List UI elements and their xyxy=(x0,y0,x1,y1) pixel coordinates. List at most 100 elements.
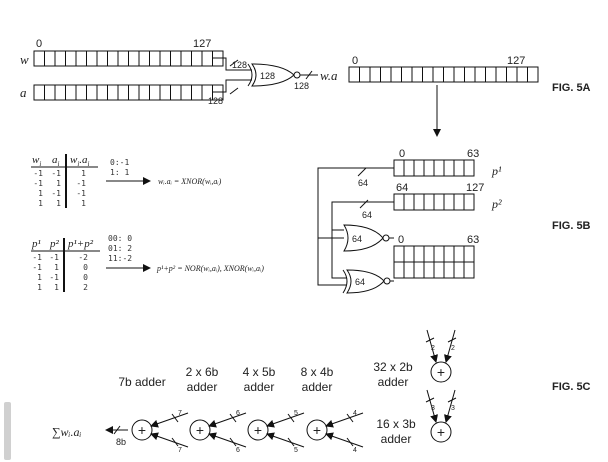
register-a-cell xyxy=(54,84,66,101)
t2-header-sum: p¹+p² xyxy=(67,238,94,250)
t1-header-a: ai xyxy=(52,154,60,168)
bus-width-label: 2 xyxy=(451,345,455,352)
table-cell: 1 xyxy=(56,199,61,208)
t2-enc-line: 00: 0 xyxy=(108,234,132,243)
register-output-cell xyxy=(463,261,475,279)
register-wa-cell xyxy=(432,66,444,83)
register-w-cell xyxy=(44,50,56,67)
register-w-cell xyxy=(107,50,119,67)
bus-slash xyxy=(447,397,457,403)
register-output-cell xyxy=(393,261,405,279)
bus-slash xyxy=(425,337,435,343)
stage-label: 4 x 5b xyxy=(243,365,276,379)
adder-node xyxy=(430,421,452,443)
table-cell: 0 xyxy=(83,273,88,282)
adder-symbol: + xyxy=(437,424,445,440)
out-end: 63 xyxy=(467,234,479,246)
table-cell: -1 xyxy=(76,189,86,198)
gate-out-width: 128 xyxy=(294,81,309,91)
t2-enc-line: 11:-2 xyxy=(108,254,132,263)
adder-input-wire xyxy=(150,432,189,448)
register-output-cell xyxy=(423,261,435,279)
stage-label: 8 x 4b xyxy=(301,365,334,379)
stage-label: adder xyxy=(378,375,409,389)
register-w xyxy=(33,50,224,67)
gate-2-back-arc xyxy=(342,269,348,294)
bus-a-wire xyxy=(213,79,252,93)
adder-input-wire xyxy=(426,329,438,363)
register-p2-cell xyxy=(443,193,455,211)
bus-slash xyxy=(346,413,354,423)
bus-width-label: 5 xyxy=(294,447,298,454)
p2-bus-slash xyxy=(359,199,369,209)
register-wa-cell xyxy=(390,66,402,83)
bus-w-wire xyxy=(213,57,252,71)
register-w-cell xyxy=(65,50,77,67)
register-w-cell xyxy=(180,50,192,67)
fig5b-label: FIG. 5B xyxy=(552,220,591,232)
scrollbar-thumb[interactable] xyxy=(4,402,11,460)
adder-node xyxy=(430,361,452,383)
bus-width-label: 6 xyxy=(236,447,240,454)
register-p1-cell xyxy=(443,159,455,177)
register-output-cell xyxy=(463,245,475,263)
register-wa-cell xyxy=(422,66,434,83)
table-cell: 0 xyxy=(83,263,88,272)
register-a-cell xyxy=(65,84,77,101)
register-p2-cell xyxy=(393,193,405,211)
adder-input-wire xyxy=(444,329,456,363)
register-output xyxy=(393,245,475,279)
register-p1-cell xyxy=(393,159,405,177)
adder-input-wire xyxy=(266,412,305,428)
register-p2 xyxy=(393,193,475,211)
bus-slash xyxy=(346,437,354,447)
register-wa-cell xyxy=(516,66,528,83)
bus-width-label: 7 xyxy=(178,410,182,417)
register-output-cell xyxy=(403,245,415,263)
bus-slash xyxy=(171,437,179,447)
register-p1 xyxy=(393,159,475,177)
fig5a: w 0 127 a 128 128 128 128 w.a 0 127 FIG.… xyxy=(20,38,591,137)
xnor-gate xyxy=(251,63,295,87)
register-p2-cell xyxy=(463,193,475,211)
adder-input-wire xyxy=(208,432,247,448)
bus-width-label: 6 xyxy=(236,410,240,417)
xnor-back-arc xyxy=(247,63,253,87)
bus-slash xyxy=(229,413,237,423)
sum-width: 8b xyxy=(116,437,126,447)
bus-slash xyxy=(425,397,435,403)
bus-a-slash xyxy=(229,87,239,95)
table-cell: 1 xyxy=(54,263,59,272)
table-cell: -1 xyxy=(32,263,42,272)
gate-2 xyxy=(346,269,385,294)
table-cell: -1 xyxy=(32,253,42,262)
sum-label: ∑wᵢ.aᵢ xyxy=(52,425,81,439)
adder-input-wire xyxy=(208,412,247,428)
register-output-cell xyxy=(453,245,465,263)
out-start: 0 xyxy=(398,234,404,246)
p2-label: p² xyxy=(491,197,502,211)
reg-a-label: a xyxy=(20,85,27,100)
bus-slash xyxy=(287,413,295,423)
stage-label: adder xyxy=(302,380,333,394)
gate-out-slash xyxy=(305,70,313,80)
register-a-cell xyxy=(107,84,119,101)
gate-1-width: 64 xyxy=(352,234,362,244)
table-cell: -1 xyxy=(76,179,86,188)
register-wa-cell xyxy=(485,66,497,83)
register-output-cell xyxy=(443,245,455,263)
register-wa-cell xyxy=(474,66,486,83)
register-wa-cell xyxy=(411,66,423,83)
register-p1-cell xyxy=(403,159,415,177)
adder-node xyxy=(247,419,269,441)
t2-header-p2: p² xyxy=(49,238,60,250)
p1-bus-width: 64 xyxy=(358,178,368,188)
table-cell: 1 xyxy=(38,199,43,208)
register-w-cell xyxy=(149,50,161,67)
register-output-cell xyxy=(453,261,465,279)
register-a-cell xyxy=(75,84,87,101)
